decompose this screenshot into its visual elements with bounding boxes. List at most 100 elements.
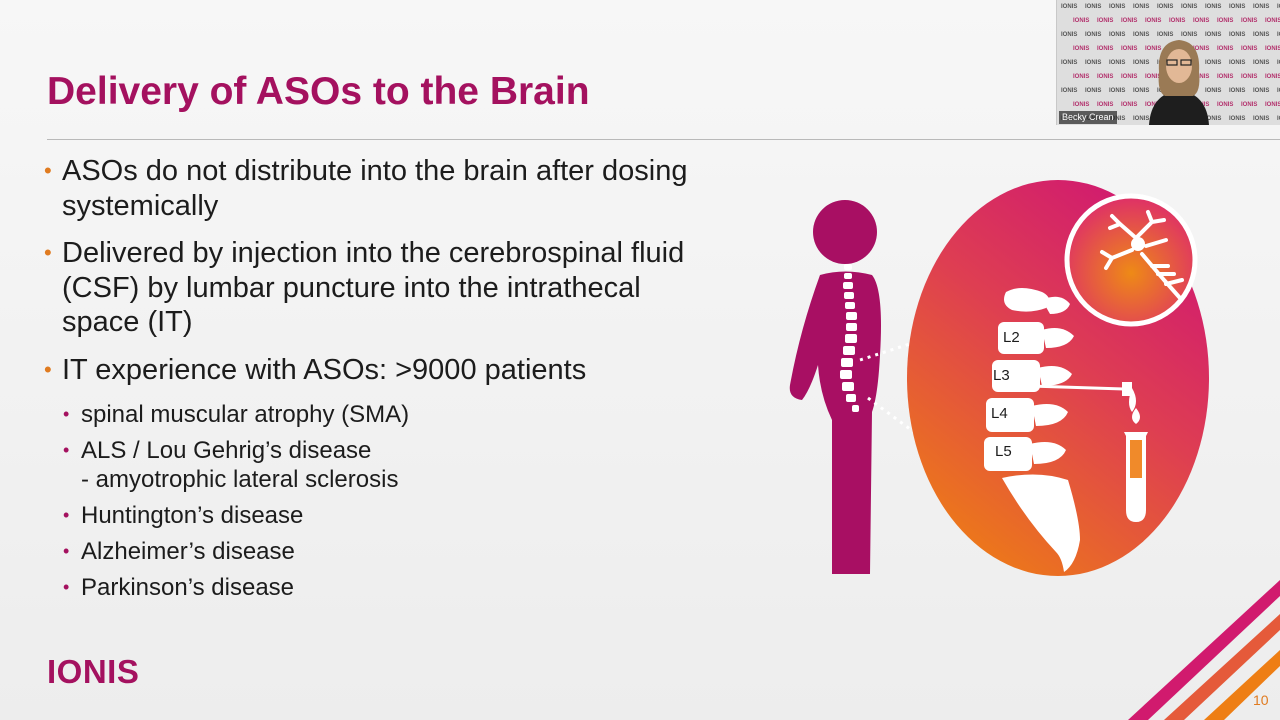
backdrop-logo-text: IONIS	[1229, 32, 1245, 38]
backdrop-logo-text: IONIS	[1217, 102, 1233, 108]
backdrop-logo-text: IONIS	[1145, 18, 1161, 24]
backdrop-logo-text: IONIS	[1145, 74, 1161, 80]
backdrop-logo-text: IONIS	[1157, 32, 1173, 38]
backdrop-logo-text: IONIS	[1205, 32, 1221, 38]
backdrop-logo-text: IONIS	[1085, 4, 1101, 10]
backdrop-logo-text: IONIS	[1205, 116, 1221, 122]
backdrop-logo-text: IONIS	[1133, 88, 1149, 94]
backdrop-logo-text: IONIS	[1229, 88, 1245, 94]
backdrop-logo-text: IONIS	[1073, 74, 1089, 80]
backdrop-logo-text: IONIS	[1145, 46, 1161, 52]
bullet-marker: •	[63, 577, 70, 597]
backdrop-logo-text: IONIS	[1265, 46, 1280, 52]
backdrop-logo-text: IONIS	[1253, 32, 1269, 38]
backdrop-logo-text: IONIS	[1253, 116, 1269, 122]
lumbar-vertebrae-icon	[984, 288, 1080, 572]
backdrop-logo-text: IONIS	[1229, 4, 1245, 10]
backdrop-logo-text: IONIS	[1121, 102, 1137, 108]
bullet-text: IT experience with ASOs: >9000 patients	[62, 353, 587, 386]
bullet-item: •ASOs do not distribute into the brain a…	[44, 154, 774, 223]
spine-icon	[840, 264, 859, 412]
backdrop-logo-text: IONIS	[1061, 32, 1077, 38]
backdrop-logo-text: IONIS	[1217, 46, 1233, 52]
backdrop-logo-text: IONIS	[1097, 74, 1113, 80]
backdrop-logo-text: IONIS	[1085, 60, 1101, 66]
backdrop-logo-text: IONIS	[1073, 102, 1089, 108]
backdrop-logo-text: IONIS	[1109, 32, 1125, 38]
backdrop-logo-text: IONIS	[1109, 60, 1125, 66]
backdrop-logo-text: IONIS	[1169, 18, 1185, 24]
backdrop-logo-text: IONIS	[1277, 60, 1280, 66]
vertebra-label-l4: L4	[991, 405, 1008, 422]
corner-stripes	[1128, 580, 1280, 720]
lumbar-puncture-illustration	[789, 180, 1209, 576]
backdrop-logo-text: IONIS	[1061, 88, 1077, 94]
backdrop-logo-text: IONIS	[1193, 74, 1209, 80]
sub-bullet-item: • Parkinson’s disease	[63, 573, 774, 602]
backdrop-logo-text: IONIS	[1253, 4, 1269, 10]
sub-bullet-item: •ALS / Lou Gehrig’s disease - amyotrophi…	[63, 436, 774, 494]
speaker-avatar	[1149, 40, 1209, 125]
bullet-text: ALS / Lou Gehrig’s disease - amyotrophic…	[81, 437, 399, 493]
backdrop-logo-text: IONIS	[1205, 4, 1221, 10]
backdrop-logo-text: IONIS	[1277, 88, 1280, 94]
backdrop-logo-text: IONIS	[1205, 88, 1221, 94]
backdrop-logo-text: IONIS	[1109, 116, 1125, 122]
bullet-text: Parkinson’s disease	[81, 574, 295, 601]
bullet-list: •ASOs do not distribute into the brain a…	[44, 154, 774, 609]
bullet-text: Huntington’s disease	[81, 502, 304, 529]
backdrop-logo-text: IONIS	[1133, 4, 1149, 10]
backdrop-logo-text: IONIS	[1229, 60, 1245, 66]
backdrop-logo-text: IONIS	[1133, 32, 1149, 38]
bullet-item: • IT experience with ASOs: >9000 patients	[44, 353, 774, 388]
title-divider	[47, 139, 1280, 140]
bullet-marker: •	[63, 404, 70, 424]
backdrop-logo-text: IONIS	[1241, 102, 1257, 108]
backdrop-logo-text: IONIS	[1109, 88, 1125, 94]
bullet-text: Alzheimer’s disease	[81, 538, 295, 565]
backdrop-logo-text: IONIS	[1061, 4, 1077, 10]
backdrop-logo-text: IONIS	[1253, 60, 1269, 66]
ionis-logo: IONIS	[47, 653, 140, 690]
syringe-icon	[1029, 382, 1140, 424]
backdrop-logo-text: IONIS	[1277, 116, 1280, 122]
speaker-video-thumbnail[interactable]: IONIS IONIS IONIS IONIS IONIS IONIS IONIS IONIS…	[1056, 0, 1280, 125]
bullet-marker: •	[44, 356, 52, 382]
backdrop-logo-text: IONIS	[1133, 60, 1149, 66]
backdrop-logo-text: IONIS	[1097, 46, 1113, 52]
backdrop-logo-text: IONIS	[1217, 18, 1233, 24]
backdrop-logo-text: IONIS	[1241, 74, 1257, 80]
body-silhouette-icon	[789, 200, 881, 574]
backdrop-logo-text: IONIS	[1265, 74, 1280, 80]
backdrop-logo-text: IONIS	[1265, 18, 1280, 24]
backdrop-logo-text: IONIS	[1217, 74, 1233, 80]
backdrop-logo-text: IONIS	[1253, 88, 1269, 94]
sub-bullet-item: • Alzheimer’s disease	[63, 537, 774, 566]
backdrop-logo-text: IONIS	[1121, 46, 1137, 52]
page-number: 10	[1253, 692, 1269, 708]
backdrop-logo-text: IONIS	[1061, 60, 1077, 66]
backdrop-logo-text: IONIS	[1193, 46, 1209, 52]
bullet-marker: •	[63, 541, 70, 561]
backdrop-logo-text: IONIS	[1277, 4, 1280, 10]
backdrop-logo-text: IONIS	[1097, 102, 1113, 108]
bullet-text: spinal muscular atrophy (SMA)	[81, 401, 410, 428]
bullet-marker: •	[63, 505, 70, 525]
vertebra-label-l5: L5	[995, 443, 1012, 460]
backdrop-logo-text: IONIS	[1145, 102, 1161, 108]
sub-bullet-item: • Huntington’s disease	[63, 501, 774, 530]
backdrop-logo-text: IONIS	[1097, 18, 1113, 24]
sub-bullet-item: • spinal muscular atrophy (SMA)	[63, 400, 774, 429]
neuron-icon	[1064, 193, 1198, 327]
backdrop-logo-text: IONIS	[1085, 32, 1101, 38]
speaker-name-label: Becky Crean	[1059, 111, 1117, 124]
test-tube-icon	[1124, 432, 1148, 522]
vertebra-label-l3: L3	[993, 367, 1010, 384]
bullet-marker: •	[44, 240, 52, 265]
backdrop-logo-text: IONIS	[1157, 4, 1173, 10]
bullet-text: Delivered by injection into the cerebros…	[62, 237, 685, 338]
backdrop-logo-text: IONIS	[1193, 18, 1209, 24]
backdrop-logo-text: IONIS	[1073, 46, 1089, 52]
backdrop-logo-text: IONIS	[1277, 32, 1280, 38]
bullet-item: • Delivered by injection into the cerebro…	[44, 236, 774, 340]
